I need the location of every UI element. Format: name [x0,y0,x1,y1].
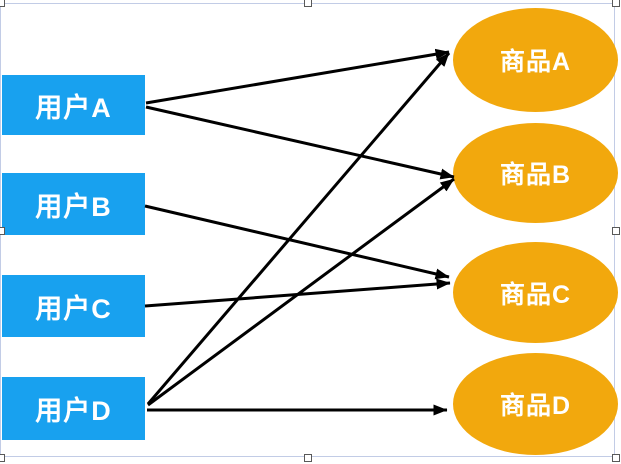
edge-userB-productC [144,204,450,280]
edge-userA-productA [145,48,450,105]
product-node-productA[interactable]: 商品A [453,8,618,112]
product-node-label: 商品A [499,48,572,76]
user-node-label: 用户C [35,293,112,324]
selection-handle-bottom-left[interactable] [0,454,5,462]
edge-userC-productC [144,278,451,308]
selection-handle-middle-right[interactable] [612,227,620,235]
user-node-label: 用户D [35,396,112,426]
product-node-productD[interactable]: 商品D [453,353,618,455]
edge-userA-productB [145,105,455,180]
selection-handle-top-middle[interactable] [304,0,312,7]
user-node-label: 用户B [35,191,112,222]
product-node-label: 商品B [499,161,572,189]
product-node-label: 商品C [499,280,572,309]
selection-handle-top-left[interactable] [0,0,5,7]
edge-userD-productA [146,52,451,405]
product-node-productB[interactable]: 商品B [453,123,618,223]
user-node-userB[interactable]: 用户B [2,173,145,235]
product-node-productC[interactable]: 商品C [453,242,618,343]
user-node-userD[interactable]: 用户D [2,377,145,440]
product-node-label: 商品D [499,392,572,420]
user-node-userA[interactable]: 用户A [2,75,145,135]
selection-handle-top-right[interactable] [612,0,620,7]
selection-handle-bottom-middle[interactable] [304,454,312,462]
selection-handle-bottom-right[interactable] [612,454,620,462]
user-node-userC[interactable]: 用户C [2,275,145,337]
selection-handle-middle-left[interactable] [0,227,5,235]
edge-userD-productB [147,177,455,407]
user-node-label: 用户A [35,92,112,123]
